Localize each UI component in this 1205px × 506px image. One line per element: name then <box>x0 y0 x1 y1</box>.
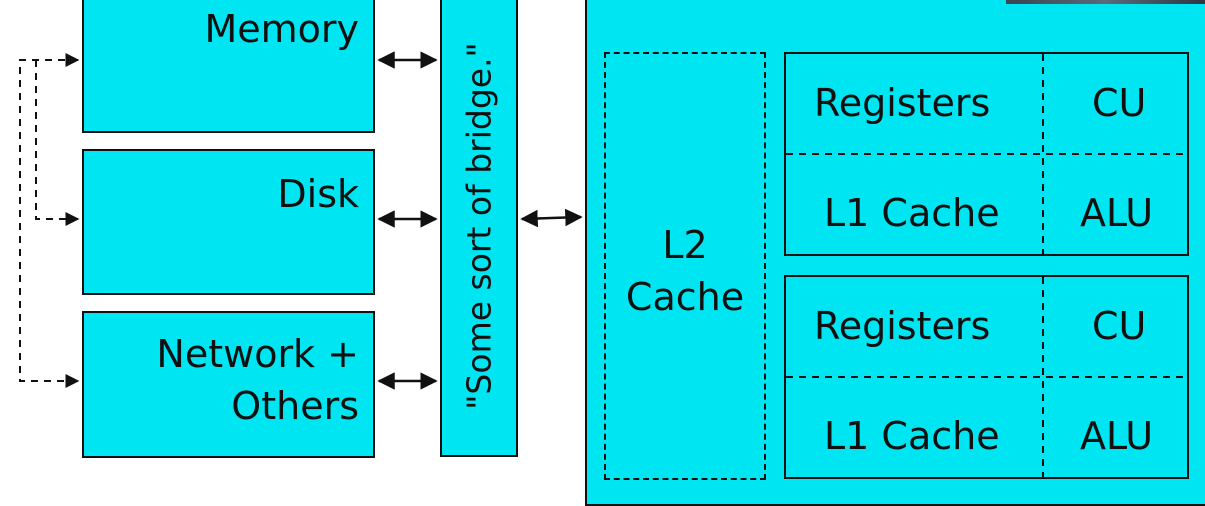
cpu-package <box>585 0 1205 506</box>
core-1-cu-label: CU <box>1092 81 1147 125</box>
arrow-bridge-cpu <box>520 208 583 228</box>
bridge-box <box>440 0 518 457</box>
core-1-alu-label: ALU <box>1080 191 1154 235</box>
memory-label: Memory <box>204 7 359 51</box>
core-1-registers-label: Registers <box>814 81 991 125</box>
core-2-registers-label: Registers <box>814 304 991 348</box>
memory-box: Memory <box>82 0 375 133</box>
dashed-bus-line <box>19 53 80 388</box>
l2-label-line1: L2 <box>662 223 708 267</box>
core-2-l1-cache-label: L1 Cache <box>824 414 1000 458</box>
network-label-line1: Network + <box>156 332 359 376</box>
network-box: Network + Others <box>82 311 375 458</box>
network-label-line2: Others <box>231 384 359 428</box>
core-1-box: Registers CU L1 Cache ALU <box>784 52 1189 256</box>
l2-label-line2: Cache <box>625 275 745 319</box>
core-2-cu-label: CU <box>1092 304 1147 348</box>
core-1-l1-cache-label: L1 Cache <box>824 191 1000 235</box>
disk-label: Disk <box>277 172 359 216</box>
core-2-alu-label: ALU <box>1080 414 1154 458</box>
disk-box: Disk <box>82 149 375 295</box>
l2-cache-box: L2 Cache <box>604 52 766 480</box>
video-thumbnail-edge <box>1006 0 1205 4</box>
dashed-branch-disk <box>35 60 80 226</box>
core-2-box: Registers CU L1 Cache ALU <box>784 275 1189 479</box>
